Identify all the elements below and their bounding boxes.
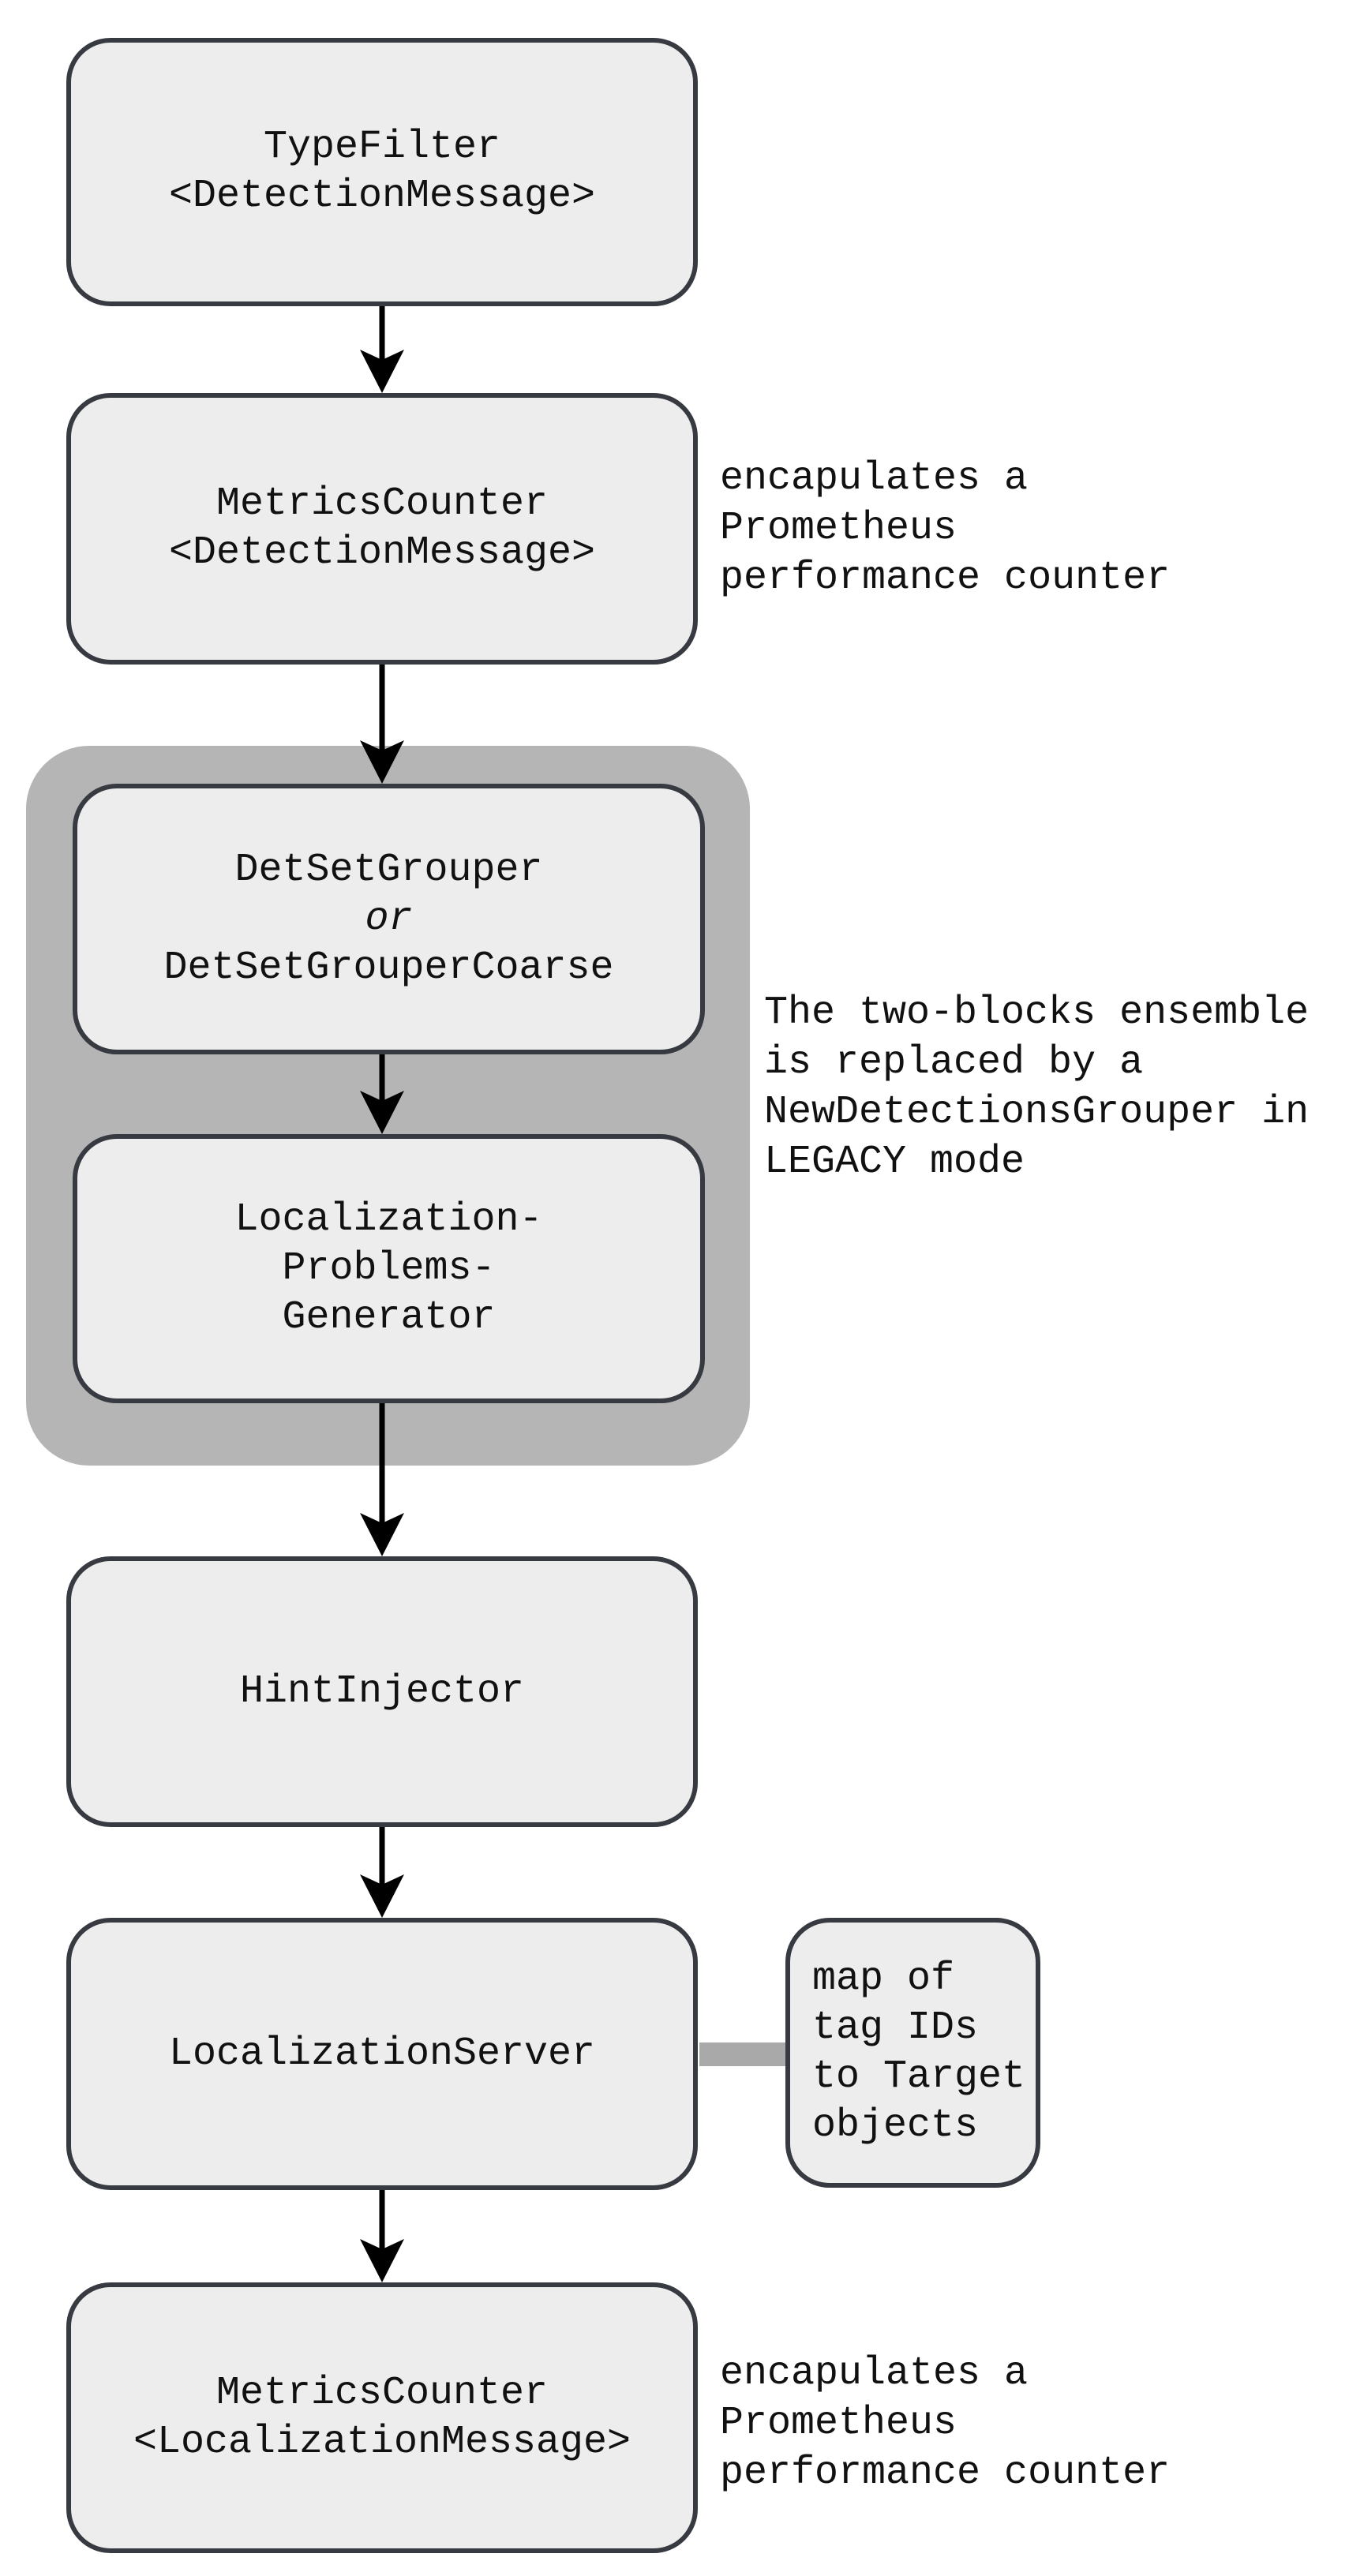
- arrow-typefilter-to-metricscounter: [360, 306, 404, 393]
- annotation-line: encapulates a: [720, 2351, 1029, 2396]
- node-tag-map-line: objects: [812, 2103, 979, 2148]
- annotation-prometheus-counter-top: encapulates a Prometheus performance cou…: [720, 454, 1170, 603]
- node-typefilter-line: TypeFilter: [263, 125, 501, 170]
- arrow-hintinjector-to-localizationserver: [360, 1827, 404, 1918]
- annotation-line: Prometheus: [720, 2401, 957, 2446]
- node-tag-map: map of tag IDs to Target objects: [785, 1918, 1040, 2188]
- node-localization-problems-generator-line: Generator: [282, 1294, 496, 1340]
- node-localization-problems-generator-line: Localization-: [234, 1196, 543, 1242]
- annotation-line: NewDetectionsGrouper in: [764, 1090, 1310, 1135]
- node-typefilter: TypeFilter <DetectionMessage>: [66, 38, 698, 306]
- node-tag-map-line: map of: [812, 1956, 955, 2001]
- node-metricscounter-localization: MetricsCounter <LocalizationMessage>: [66, 2282, 698, 2553]
- annotation-line: performance counter: [720, 556, 1171, 601]
- annotation-prometheus-counter-bottom: encapulates a Prometheus performance cou…: [720, 2349, 1170, 2498]
- node-metricscounter-localization-line: MetricsCounter: [215, 2370, 549, 2416]
- node-localization-problems-generator-line: Problems-: [282, 1245, 496, 1291]
- node-typefilter-line: <DetectionMessage>: [168, 174, 596, 219]
- annotation-legacy-mode: The two-blocks ensemble is replaced by a…: [764, 988, 1309, 1187]
- node-detsetgrouper: DetSetGrouper or DetSetGrouperCoarse: [73, 784, 705, 1054]
- node-detsetgrouper-line: DetSetGrouperCoarse: [163, 945, 614, 990]
- node-tag-map-line: tag IDs: [812, 2005, 979, 2050]
- annotation-line: The two-blocks ensemble: [764, 990, 1310, 1035]
- annotation-line: performance counter: [720, 2451, 1171, 2496]
- node-detsetgrouper-or-line: or: [365, 896, 413, 942]
- node-tag-map-line: to Target: [812, 2054, 1026, 2099]
- node-metricscounter-detection: MetricsCounter <DetectionMessage>: [66, 393, 698, 665]
- arrow-localizationserver-to-metricscounter: [360, 2190, 404, 2282]
- node-localization-problems-generator: Localization- Problems- Generator: [73, 1134, 705, 1403]
- node-metricscounter-detection-line: MetricsCounter: [215, 481, 549, 526]
- node-localizationserver-line: LocalizationServer: [168, 2031, 596, 2076]
- annotation-line: LEGACY mode: [764, 1140, 1025, 1185]
- annotation-line: is replaced by a: [764, 1040, 1144, 1085]
- node-localizationserver: LocalizationServer: [66, 1918, 698, 2190]
- node-metricscounter-localization-line: <LocalizationMessage>: [133, 2419, 631, 2465]
- node-metricscounter-detection-line: <DetectionMessage>: [168, 530, 596, 575]
- node-hintinjector-line: HintInjector: [239, 1668, 525, 1714]
- connector-localizationserver-to-tagmap: [699, 2042, 788, 2066]
- annotation-line: Prometheus: [720, 506, 957, 551]
- node-hintinjector: HintInjector: [66, 1556, 698, 1827]
- annotation-line: encapulates a: [720, 456, 1029, 501]
- node-detsetgrouper-line: DetSetGrouper: [234, 847, 543, 893]
